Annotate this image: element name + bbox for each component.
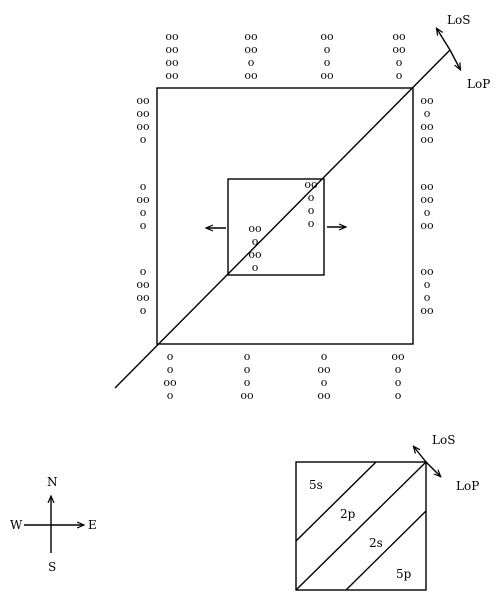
- mark-left-2-3: o: [140, 304, 147, 317]
- compass: N S W E: [10, 475, 97, 574]
- mark-bottom-3-3: o: [395, 389, 402, 402]
- mark-right-1-3: oo: [420, 219, 434, 232]
- mark-right-2-2: o: [424, 291, 431, 304]
- inset-lop-arrow: [425, 461, 440, 476]
- mark-bottom-0-3: o: [167, 389, 174, 402]
- mark-top-1-2: o: [248, 56, 255, 69]
- mark-bottom-2-3: oo: [317, 389, 331, 402]
- diagonal-line: [114, 49, 451, 389]
- mark-right-1-1: oo: [420, 193, 434, 206]
- mark-inner_right-1: o: [308, 191, 315, 204]
- inset-lop-label: LoP: [456, 479, 479, 493]
- mark-bottom-1-1: o: [244, 363, 251, 376]
- los-label: LoS: [447, 13, 470, 27]
- mark-left-0-2: oo: [136, 120, 150, 133]
- mark-top-0-0: oo: [165, 30, 179, 43]
- mark-right-0-0: oo: [420, 94, 434, 107]
- mark-bottom-0-0: o: [167, 350, 174, 363]
- mark-left-0-1: oo: [136, 107, 150, 120]
- mark-left-1-0: o: [140, 180, 147, 193]
- mark-top-2-1: o: [324, 43, 331, 56]
- compass-north-label: N: [47, 475, 58, 489]
- mark-left-0-3: o: [140, 133, 147, 146]
- mark-inner_center-3: o: [252, 261, 259, 274]
- mark-top-2-0: oo: [320, 30, 334, 43]
- mark-inner_right-3: o: [308, 217, 315, 230]
- mark-top-2-2: o: [324, 56, 331, 69]
- mark-bottom-3-1: o: [395, 363, 402, 376]
- inset-diagram: LoS LoP 5s 2p 2s 5p: [295, 433, 479, 591]
- mark-top-1-3: oo: [244, 69, 258, 82]
- mark-inner_right-0: oo: [304, 178, 318, 191]
- mark-right-0-2: oo: [420, 120, 434, 133]
- outer-square: [156, 87, 414, 345]
- mark-top-1-1: oo: [244, 43, 258, 56]
- inset-band-line-1: [295, 461, 377, 542]
- inset-los-arrow: [414, 447, 427, 463]
- mark-right-2-3: oo: [420, 304, 434, 317]
- mark-bottom-2-0: o: [321, 350, 328, 363]
- mark-bottom-2-2: o: [321, 376, 328, 389]
- mark-top-3-1: oo: [392, 43, 406, 56]
- mark-bottom-0-2: oo: [163, 376, 177, 389]
- inset-zone-2p: 2p: [340, 507, 356, 521]
- mark-top-0-3: oo: [165, 69, 179, 82]
- mark-right-0-3: oo: [420, 133, 434, 146]
- mark-bottom-1-0: o: [244, 350, 251, 363]
- mark-bottom-2-1: oo: [317, 363, 331, 376]
- inset-zone-2s: 2s: [369, 536, 383, 550]
- mark-right-2-0: oo: [420, 265, 434, 278]
- mark-left-2-2: oo: [136, 291, 150, 304]
- mark-top-3-0: oo: [392, 30, 406, 43]
- mark-bottom-3-2: o: [395, 376, 402, 389]
- compass-west-label: W: [10, 518, 23, 532]
- mark-top-0-2: oo: [165, 56, 179, 69]
- inner-square: [227, 178, 325, 276]
- mark-left-0-0: oo: [136, 94, 150, 107]
- mark-left-1-2: o: [140, 206, 147, 219]
- inset-los-label: LoS: [432, 433, 455, 447]
- mark-top-3-3: o: [396, 69, 403, 82]
- mark-left-1-1: oo: [136, 193, 150, 206]
- mark-left-1-3: o: [140, 219, 147, 232]
- compass-east-label: E: [88, 518, 97, 532]
- mark-bottom-0-1: o: [167, 363, 174, 376]
- mark-top-1-0: oo: [244, 30, 258, 43]
- inset-band-line-3: [345, 510, 427, 591]
- mark-top-3-2: o: [396, 56, 403, 69]
- mark-bottom-1-2: o: [244, 376, 251, 389]
- mark-top-2-3: oo: [320, 69, 334, 82]
- mark-right-1-0: oo: [420, 180, 434, 193]
- mark-inner_center-2: oo: [248, 248, 262, 261]
- mark-inner_right-2: o: [308, 204, 315, 217]
- inset-zone-5s: 5s: [309, 478, 323, 492]
- los-arrow: [437, 29, 451, 51]
- lop-label: LoP: [467, 77, 490, 91]
- mark-left-2-1: oo: [136, 278, 150, 291]
- mark-right-1-2: o: [424, 206, 431, 219]
- mark-inner_center-0: oo: [248, 222, 262, 235]
- mark-right-2-1: o: [424, 278, 431, 291]
- mark-left-2-0: o: [140, 265, 147, 278]
- inset-square: [295, 461, 427, 591]
- mark-bottom-3-0: oo: [391, 350, 405, 363]
- inset-zone-5p: 5p: [396, 567, 412, 581]
- mark-top-0-1: oo: [165, 43, 179, 56]
- mark-bottom-1-3: oo: [240, 389, 254, 402]
- compass-south-label: S: [48, 560, 56, 574]
- mark-inner_center-1: o: [252, 235, 259, 248]
- lop-arrow: [449, 49, 460, 69]
- inset-band-line-2: [295, 461, 427, 591]
- mark-right-0-1: o: [424, 107, 431, 120]
